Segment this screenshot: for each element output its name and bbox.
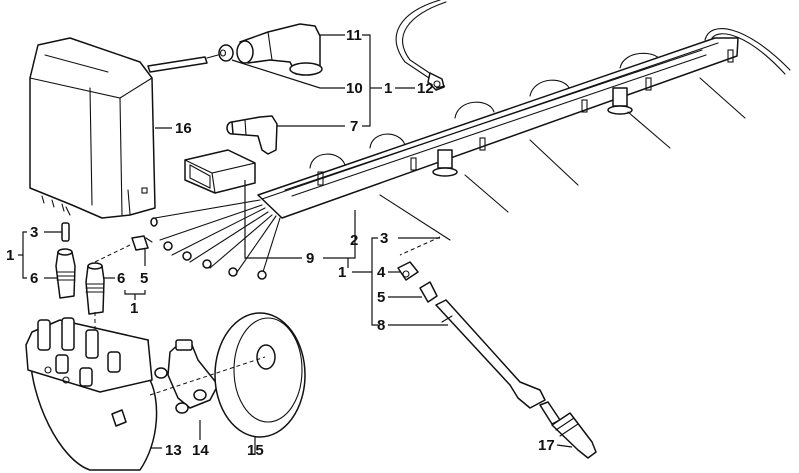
label-5-right: 5	[377, 289, 385, 306]
sleeve-right[interactable]	[399, 236, 441, 256]
label-1-middle: 1	[130, 300, 138, 317]
label-1-left: 1	[6, 247, 14, 264]
label-14: 14	[192, 442, 209, 459]
sleeve-left[interactable]	[61, 222, 70, 242]
label-3-left: 3	[30, 224, 38, 241]
label-10: 10	[346, 80, 363, 97]
terminal-nut[interactable]	[397, 261, 419, 281]
coil-cover[interactable]	[29, 37, 208, 219]
label-13: 13	[165, 442, 182, 459]
spark-plug[interactable]	[539, 401, 597, 459]
label-7: 7	[350, 118, 358, 135]
grommet[interactable]	[206, 44, 234, 62]
cable-set[interactable]	[150, 149, 281, 280]
label-6-left: 6	[30, 270, 38, 287]
label-17: 17	[538, 437, 555, 454]
suppressor-right[interactable]	[419, 281, 438, 303]
label-3-right: 3	[380, 230, 388, 247]
label-11: 11	[346, 27, 362, 44]
elbow-plug[interactable]	[226, 115, 278, 155]
label-12: 12	[417, 80, 434, 97]
label-5-middle: 5	[140, 270, 148, 287]
label-15: 15	[247, 442, 264, 459]
boot-left[interactable]	[55, 248, 76, 299]
distributor-cap[interactable]	[25, 312, 158, 471]
rotor[interactable]	[154, 339, 219, 414]
suppressor-middle[interactable]	[131, 235, 153, 251]
label-4: 4	[377, 264, 386, 281]
label-16: 16	[175, 120, 192, 137]
label-8: 8	[377, 317, 385, 334]
label-1-top: 1	[384, 80, 392, 97]
leader-lines	[18, 34, 573, 455]
callout-labels: 16 11 10 1 12 7 2 9 1 3 4 5 8 17 3 1 6 6…	[6, 27, 555, 459]
label-9: 9	[306, 250, 314, 267]
label-2: 2	[350, 232, 358, 249]
cable-harness[interactable]	[257, 28, 791, 241]
label-6-middle: 6	[117, 270, 125, 287]
boot-middle[interactable]	[85, 244, 131, 315]
dust-shield[interactable]	[149, 312, 306, 438]
boot-elbow[interactable]	[236, 23, 323, 76]
label-1-harness: 1	[338, 264, 346, 281]
ground-lead[interactable]	[395, 0, 447, 91]
plug-connector[interactable]	[435, 299, 546, 409]
